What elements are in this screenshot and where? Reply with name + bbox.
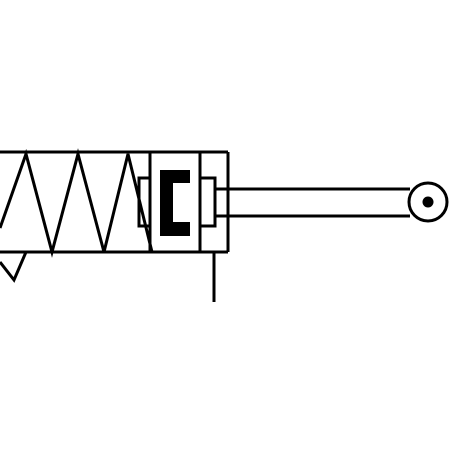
- spring-chamber: [0, 150, 228, 254]
- piston: [160, 170, 190, 236]
- spring: [0, 148, 154, 258]
- cylinder-body: [137, 152, 230, 252]
- rod-eye-hole: [422, 196, 434, 208]
- piston-rod: [215, 187, 410, 218]
- left-tab: [137, 176, 152, 228]
- exhaust-triangle: [0, 251, 28, 283]
- right-tab: [198, 176, 217, 228]
